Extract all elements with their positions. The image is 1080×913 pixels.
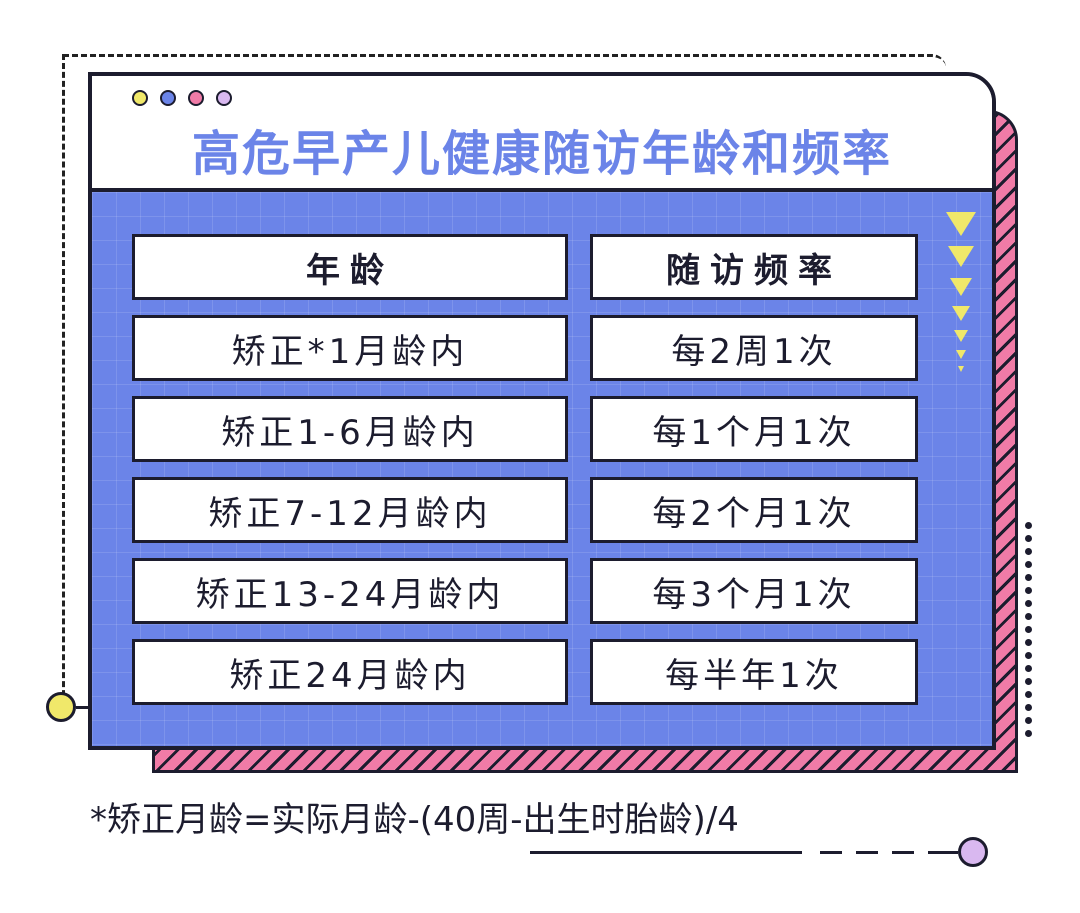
triangle-down-icon bbox=[958, 366, 964, 372]
triangle-down-icon bbox=[950, 278, 972, 296]
triangle-down-icon bbox=[948, 246, 974, 267]
row-4-age: 矫正13-24月龄内 bbox=[132, 558, 568, 624]
lavender-dot-icon bbox=[216, 90, 232, 106]
row-1-age: 矫正*1月龄内 bbox=[132, 315, 568, 381]
triangle-down-icon bbox=[946, 212, 976, 236]
page-title: 高危早产儿健康随访年龄和频率 bbox=[191, 126, 892, 182]
underline-dash bbox=[928, 851, 958, 854]
dot-icon bbox=[1025, 665, 1032, 672]
footnote-formula: *矫正月龄=实际月龄-(40周-出生时胎龄)/4 bbox=[90, 800, 739, 840]
triangle-down-icon bbox=[954, 330, 968, 342]
triangle-down-icon bbox=[952, 306, 970, 321]
underline-dash bbox=[856, 851, 878, 854]
dot-icon bbox=[1025, 678, 1032, 685]
dot-icon bbox=[1025, 704, 1032, 711]
dot-icon bbox=[1025, 561, 1032, 568]
dot-icon bbox=[1025, 522, 1032, 529]
row-3-age: 矫正7-12月龄内 bbox=[132, 477, 568, 543]
dot-icon bbox=[1025, 587, 1032, 594]
dot-icon bbox=[1025, 639, 1032, 646]
triangle-down-icon bbox=[956, 350, 966, 359]
underline-dash bbox=[820, 851, 842, 854]
dot-icon bbox=[1025, 613, 1032, 620]
yellow-circle-icon bbox=[46, 692, 76, 722]
header-age: 年龄 bbox=[132, 234, 568, 300]
dot-icon bbox=[1025, 717, 1032, 724]
row-1-frequency: 每2周1次 bbox=[590, 315, 918, 381]
dot-icon bbox=[1025, 652, 1032, 659]
dot-icon bbox=[1025, 600, 1032, 607]
dot-icon bbox=[1025, 535, 1032, 542]
yellow-dot-icon bbox=[132, 90, 148, 106]
lavender-circle-icon bbox=[958, 837, 988, 867]
row-2-frequency: 每1个月1次 bbox=[590, 396, 918, 462]
window-dots bbox=[132, 90, 232, 106]
header-frequency: 随访频率 bbox=[590, 234, 918, 300]
dot-icon bbox=[1025, 730, 1032, 737]
underline-dash bbox=[892, 851, 914, 854]
row-5-age: 矫正24月龄内 bbox=[132, 639, 568, 705]
dot-icon bbox=[1025, 548, 1032, 555]
row-5-frequency: 每半年1次 bbox=[590, 639, 918, 705]
connector-line bbox=[76, 706, 90, 709]
dot-icon bbox=[1025, 626, 1032, 633]
footnote-underline bbox=[530, 851, 802, 854]
dot-icon bbox=[1025, 574, 1032, 581]
blue-dot-icon bbox=[160, 90, 176, 106]
card-header: 高危早产儿健康随访年龄和频率 bbox=[92, 76, 992, 192]
dot-icon bbox=[1025, 691, 1032, 698]
row-2-age: 矫正1-6月龄内 bbox=[132, 396, 568, 462]
table-panel: 年龄 随访频率 矫正*1月龄内 每2周1次 矫正1-6月龄内 每1个月1次 矫正… bbox=[92, 192, 992, 746]
row-3-frequency: 每2个月1次 bbox=[590, 477, 918, 543]
pink-dot-icon bbox=[188, 90, 204, 106]
dashed-frame bbox=[62, 54, 946, 714]
row-4-frequency: 每3个月1次 bbox=[590, 558, 918, 624]
info-card: 高危早产儿健康随访年龄和频率 年龄 随访频率 矫正*1月龄内 每2周1次 矫正1… bbox=[88, 72, 996, 750]
vertical-dot-column bbox=[1025, 522, 1033, 737]
